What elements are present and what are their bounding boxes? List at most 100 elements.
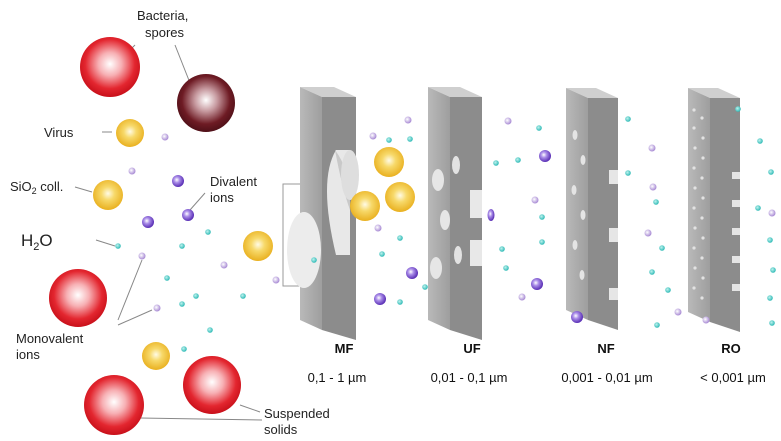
- water-molecule: [503, 265, 509, 271]
- divalent-ion: [487, 209, 495, 221]
- suspended-solid-particle: [84, 375, 144, 435]
- nf-pore-size: 0,001 - 0,01 µm: [561, 370, 652, 385]
- membrane-labels: MF 0,1 - 1 µm UF 0,01 - 0,1 µm NF 0,001 …: [308, 341, 766, 385]
- monovalent-ion: [161, 133, 169, 141]
- monovalent-ion: [374, 224, 382, 232]
- water-molecule: [767, 295, 773, 301]
- virus-label: Virus: [44, 125, 74, 140]
- water-molecule: [207, 327, 213, 333]
- monovalent-ion: [674, 308, 682, 316]
- monovalent-ion: [768, 209, 776, 217]
- monovalent-ion: [648, 144, 656, 152]
- nf-name: NF: [597, 341, 614, 356]
- monovalent-ion: [518, 293, 526, 301]
- colloid-particle: [243, 231, 273, 261]
- water-molecule: [493, 160, 499, 166]
- water-molecule: [625, 170, 631, 176]
- water-molecule: [386, 137, 392, 143]
- bacteria-label-line1: Bacteria,: [137, 8, 188, 23]
- sio2-label: SiO2 coll.: [10, 179, 63, 196]
- ro-membrane: [688, 88, 740, 332]
- leader-lines: [74, 44, 263, 421]
- water-molecule: [115, 243, 121, 249]
- suspended-label-line1: Suspended: [264, 406, 330, 421]
- water-molecule: [240, 293, 246, 299]
- water-molecule: [179, 301, 185, 307]
- ro-pore-size: < 0,001 µm: [700, 370, 766, 385]
- monovalent-ion: [369, 132, 377, 140]
- divalent-ion: [571, 311, 583, 323]
- water-molecule: [397, 299, 403, 305]
- water-molecule: [770, 267, 776, 273]
- monovalent-ion: [128, 167, 136, 175]
- monovalent-ion: [272, 276, 280, 284]
- water-molecule: [755, 205, 761, 211]
- mf-membrane: [282, 87, 359, 340]
- water-molecule: [311, 257, 317, 263]
- virus-particle: [116, 119, 144, 147]
- water-molecule: [757, 138, 763, 144]
- monovalent-ion: [138, 252, 146, 260]
- mf-name: MF: [335, 341, 354, 356]
- colloid-particle: [374, 147, 404, 177]
- divalent-label-line2: ions: [210, 190, 234, 205]
- water-molecule: [193, 293, 199, 299]
- water-molecule: [769, 320, 775, 326]
- divalent-ion: [539, 150, 551, 162]
- spore-particle: [177, 74, 235, 132]
- uf-name: UF: [463, 341, 480, 356]
- bacteria-particle: [80, 37, 140, 97]
- water-molecule: [539, 214, 545, 220]
- divalent-ion: [182, 209, 194, 221]
- divalent-ion: [374, 293, 386, 305]
- water-molecule: [767, 237, 773, 243]
- water-molecule: [407, 136, 413, 142]
- uf-pore-size: 0,01 - 0,1 µm: [431, 370, 508, 385]
- uf-membrane: [428, 87, 482, 340]
- bacteria-label-line2: spores: [145, 25, 185, 40]
- divalent-ion: [406, 267, 418, 279]
- monovalent-ion: [220, 261, 228, 269]
- nf-membrane: [566, 88, 618, 330]
- divalent-ion: [172, 175, 184, 187]
- monovalent-ion: [504, 117, 512, 125]
- water-molecule: [179, 243, 185, 249]
- water-molecule: [536, 125, 542, 131]
- suspended-solid-particle: [183, 356, 241, 414]
- particle-legend: [49, 37, 280, 435]
- sio2-colloid-particle: [93, 180, 123, 210]
- monovalent-label-line1: Monovalent: [16, 331, 84, 346]
- flow-particles: [243, 106, 776, 328]
- monovalent-ion: [153, 304, 161, 312]
- divalent-ion: [531, 278, 543, 290]
- water-molecule: [379, 251, 385, 257]
- mf-pore-size: 0,1 - 1 µm: [308, 370, 367, 385]
- h2o-label: H2O: [21, 231, 53, 253]
- divalent-ion: [142, 216, 154, 228]
- water-molecule: [735, 106, 741, 112]
- water-molecule: [181, 346, 187, 352]
- water-molecule: [625, 116, 631, 122]
- monovalent-ion: [649, 183, 657, 191]
- water-molecule: [654, 322, 660, 328]
- water-molecule: [205, 229, 211, 235]
- colloid-particle: [350, 191, 380, 221]
- monovalent-ion: [404, 116, 412, 124]
- colloid-particle: [142, 342, 170, 370]
- monovalent-label-line2: ions: [16, 347, 40, 362]
- water-molecule: [515, 157, 521, 163]
- colloid-particle: [385, 182, 415, 212]
- divalent-label-line1: Divalent: [210, 174, 257, 189]
- water-molecule: [422, 284, 428, 290]
- water-molecule: [653, 199, 659, 205]
- suspended-label-line2: solids: [264, 422, 298, 437]
- water-molecule: [665, 287, 671, 293]
- monovalent-ion: [644, 229, 652, 237]
- water-molecule: [539, 239, 545, 245]
- monovalent-ion: [531, 196, 539, 204]
- water-molecule: [397, 235, 403, 241]
- water-molecule: [659, 245, 665, 251]
- suspended-solid-particle: [49, 269, 107, 327]
- water-molecule: [649, 269, 655, 275]
